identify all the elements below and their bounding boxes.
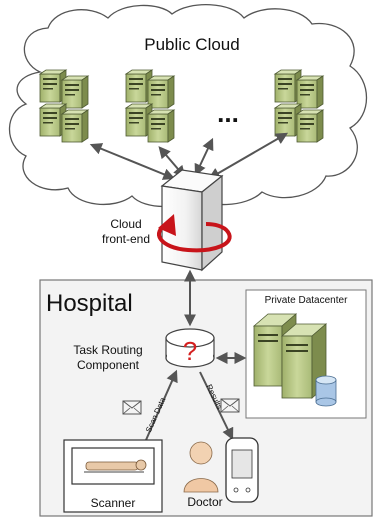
private-datacenter-title: Private Datacenter <box>265 295 348 306</box>
patient-icon <box>84 459 147 473</box>
router-label-line2: Component <box>77 358 140 372</box>
scan-data-arrow <box>145 369 178 441</box>
hospital-title: Hospital <box>46 290 133 317</box>
router-label-line1: Task Routing <box>73 343 142 357</box>
front-end-label-line2: front-end <box>102 232 150 246</box>
front-end-label-line1: Cloud <box>110 217 141 231</box>
scan-data-envelope-icon <box>122 400 142 415</box>
public-cloud-title: Public Cloud <box>144 35 239 54</box>
doctor-label: Doctor <box>187 495 222 509</box>
datacenter-server-icon <box>252 313 328 399</box>
router-question-mark: ? <box>183 336 197 366</box>
rotate-arrow-icon <box>157 222 232 253</box>
task-router-icon <box>165 328 215 368</box>
scanner-label: Scanner <box>91 496 136 510</box>
results-arrow <box>199 371 234 441</box>
cloud-server-stack-3 <box>275 70 323 142</box>
doctor-icon <box>183 441 219 493</box>
rotate-arrow-head-icon <box>158 214 176 236</box>
cloud-server-stack-2 <box>126 70 174 142</box>
cloud-link-arrow-4 <box>207 132 289 180</box>
database-icon <box>315 375 337 407</box>
cloud-ellipsis: ... <box>217 98 239 128</box>
cloud-server-stack-1 <box>40 70 88 142</box>
tablet-device-icon <box>225 437 259 503</box>
